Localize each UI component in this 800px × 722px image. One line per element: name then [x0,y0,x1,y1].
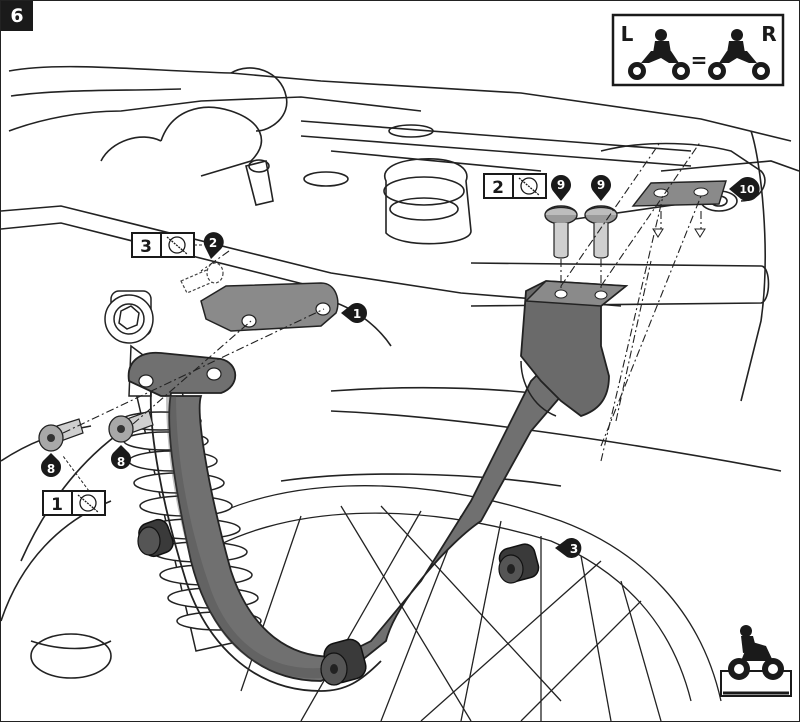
svg-text:3: 3 [140,237,152,257]
svg-text:8: 8 [47,462,55,476]
part-callout-1: 1 [341,303,367,323]
rubber-bumper [137,518,174,558]
rubber-bumper [498,543,540,584]
torque-wrench-icon [518,177,540,196]
part-callout-8: 8 [41,453,61,477]
svg-text:9: 9 [597,178,605,192]
part-callout-2: 2 [203,232,224,259]
motorcycle-frame-lineart [1,65,799,679]
svg-text:8: 8 [117,455,125,469]
washer-plate-part-10 [631,180,727,207]
svg-text:L: L [621,22,634,46]
svg-text:2: 2 [492,178,504,198]
part-callout-9: 9 [591,175,611,201]
motorcycle-left-side-icon [628,29,690,80]
svg-text:R: R [761,22,776,46]
part-callout-3: 3 [555,538,582,558]
part-callout-10: 10 [729,177,760,201]
svg-text:10: 10 [739,183,755,196]
svg-text:9: 9 [557,178,565,192]
svg-text:1: 1 [51,495,63,515]
step-number-badge: 6 [1,1,33,31]
torque-wrench-icon [77,494,99,513]
mounting-plate-part-1 [200,282,339,332]
bolt-part-2-outline [180,262,224,294]
motorcycle-right-side-icon [708,29,770,80]
bolt-part-8 [108,410,154,443]
bolt-part-8 [38,418,84,452]
torque-wrench-icon [166,236,188,255]
bolt-part-9 [544,205,578,259]
left-right-legend: L = R [611,13,785,87]
torque-callout-1: 1 [42,490,106,516]
torque-callout-3: 3 [131,232,195,258]
side-carrier-bracket [127,280,629,692]
svg-text:2: 2 [209,236,217,250]
motorcycle-on-stand-icon [720,625,792,697]
part-callout-9: 9 [551,175,571,201]
nut-markers [652,228,706,238]
svg-text:1: 1 [353,307,361,321]
rear-wheel-lineart [170,485,722,721]
torque-callout-2: 2 [483,173,547,199]
svg-text:3: 3 [570,542,578,556]
part-callout-8: 8 [111,445,131,469]
rubber-bumper [320,638,367,686]
svg-text:=: = [691,48,708,72]
assembly-guide-lines [62,140,702,462]
bolt-part-9 [584,205,618,259]
